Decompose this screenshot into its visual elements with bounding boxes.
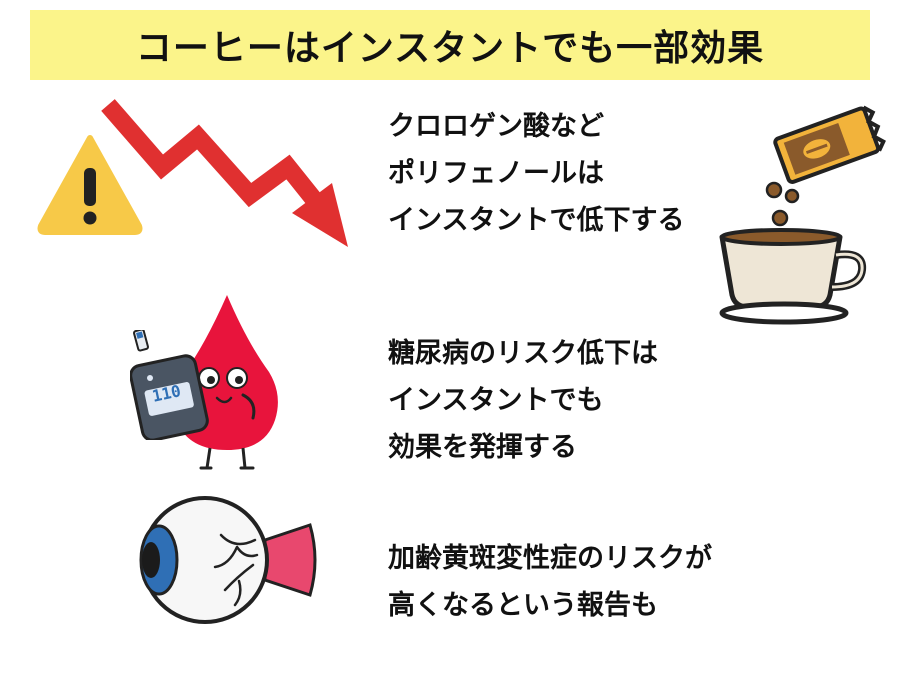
page-title: コーヒーはインスタントでも一部効果: [135, 28, 765, 69]
text-line: インスタントでも: [388, 385, 604, 416]
glucose-meter-icon: 110: [130, 330, 210, 440]
text-line: ポリフェノールは: [388, 158, 604, 189]
text-line: インスタントで低下する: [388, 205, 685, 236]
section-2-text: 糖尿病のリスク低下は インスタントでも 効果を発揮する: [388, 330, 658, 471]
text-line: 効果を発揮する: [388, 432, 577, 463]
text-line: クロロゲン酸など: [388, 111, 604, 142]
section-3-text: 加齢黄斑変性症のリスクが 高くなるという報告も: [388, 535, 712, 629]
down-trend-arrow-icon: [101, 99, 348, 247]
title-banner: コーヒーはインスタントでも一部効果: [30, 10, 870, 80]
warning-icon: [37, 135, 143, 235]
eyeball-icon: [139, 496, 317, 624]
text-line: 加齢黄斑変性症のリスクが: [388, 543, 712, 574]
section-1-text: クロロゲン酸など ポリフェノールは インスタントで低下する: [388, 103, 684, 244]
coffee-cup-icon: [719, 228, 867, 325]
text-line: 糖尿病のリスク低下は: [388, 338, 658, 369]
text-line: 高くなるという報告も: [388, 590, 658, 621]
instant-coffee-stick-icon: [773, 105, 886, 184]
coffee-granules-icon: [765, 181, 800, 227]
